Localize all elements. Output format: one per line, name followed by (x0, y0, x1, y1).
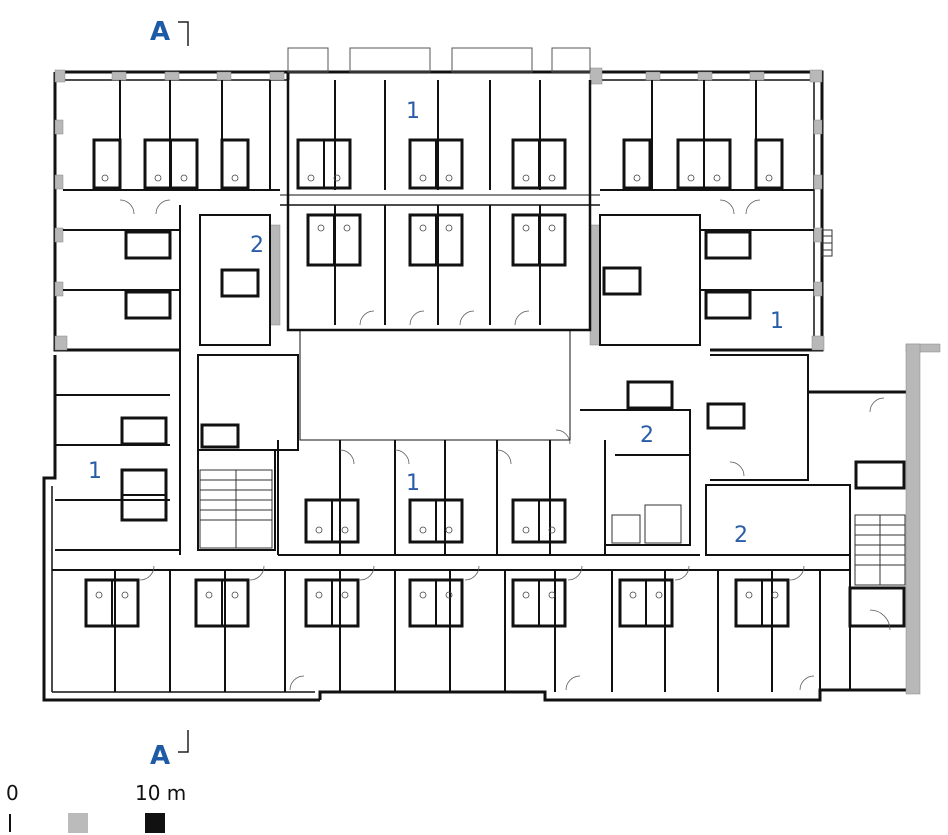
room-label: 1 (770, 309, 784, 334)
scale-start-label: 0 (6, 781, 19, 805)
partition-walls (52, 80, 851, 692)
section-letter-top: A (150, 17, 170, 47)
stairs (199, 229, 906, 586)
scale-gray-swatch (68, 813, 88, 833)
scale-black-swatch (145, 813, 165, 833)
scale-tick (9, 814, 11, 832)
room-label: 1 (406, 99, 420, 124)
scale-bar: 0 10 m (6, 781, 186, 833)
room-label: 2 (734, 523, 748, 548)
bathroom-pods (84, 138, 906, 628)
door-swings (119, 199, 891, 691)
wall-pilasters (54, 67, 941, 695)
room-label: 1 (88, 459, 102, 484)
fixtures (95, 174, 779, 599)
section-marker-top: A (150, 17, 189, 47)
room-labels: 1 2 1 1 1 2 2 (88, 99, 784, 548)
room-label: 2 (250, 233, 264, 258)
scale-end-label: 10 m (135, 781, 186, 805)
section-marker-bottom: A (150, 730, 189, 771)
room-label: 2 (640, 423, 654, 448)
exterior-walls (42, 70, 912, 702)
room-label: 1 (406, 471, 420, 496)
section-letter-bottom: A (150, 741, 170, 771)
courtyard-walls (280, 80, 600, 441)
pod-dividers (111, 140, 763, 626)
bay-windows-top (287, 47, 591, 73)
